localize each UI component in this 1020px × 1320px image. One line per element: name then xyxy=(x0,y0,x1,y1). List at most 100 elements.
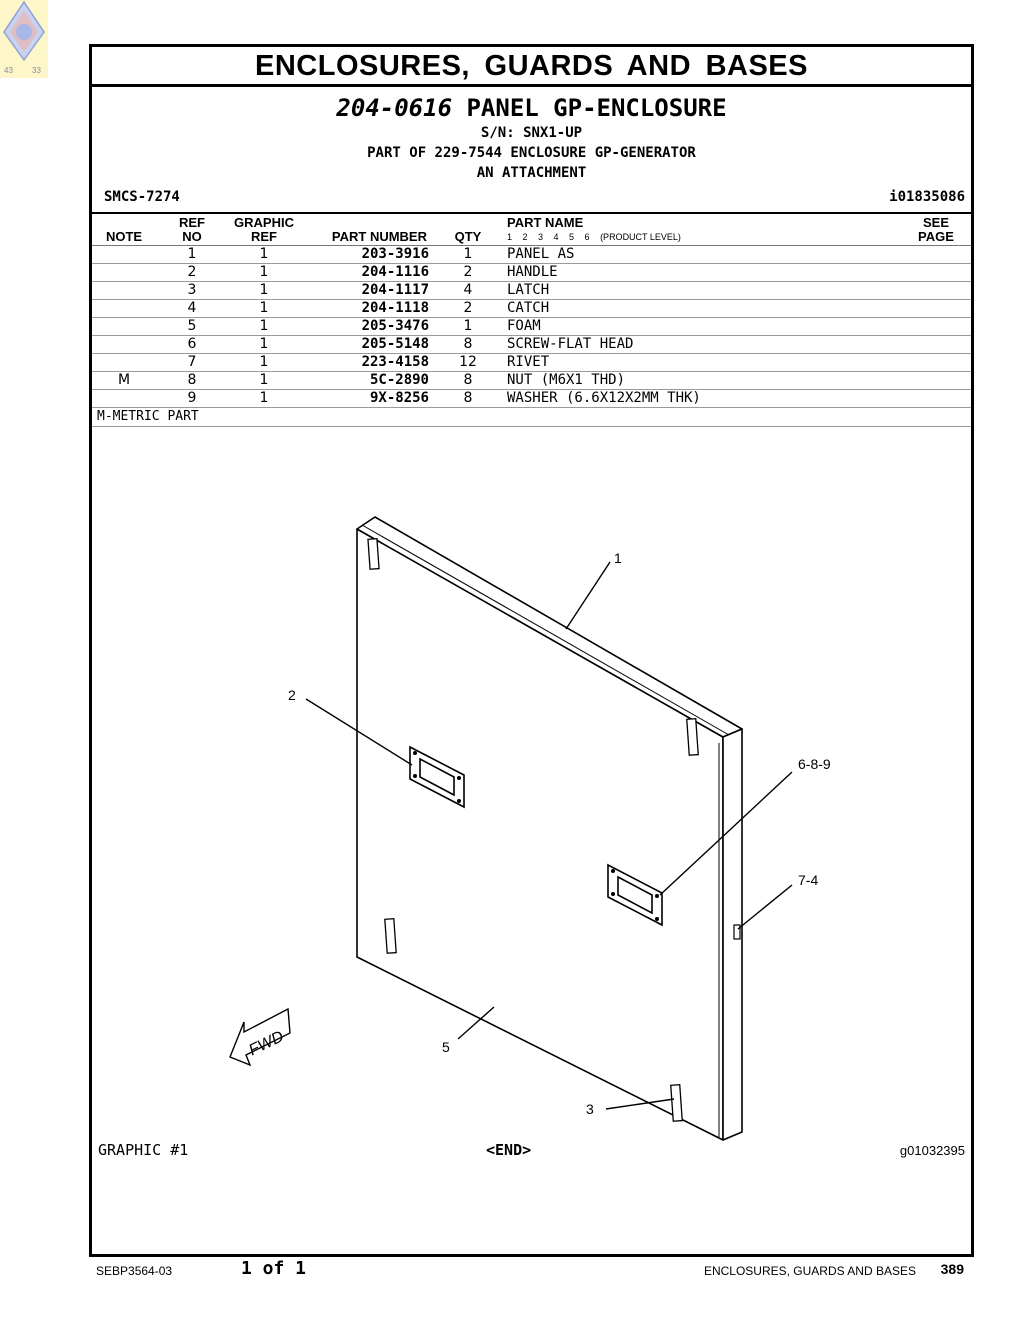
header-see-top: SEE xyxy=(922,215,949,230)
cell-see xyxy=(901,335,971,354)
cell-see xyxy=(901,299,971,318)
header-ref-bottom: NO xyxy=(182,229,202,244)
cell-gref: 1 xyxy=(228,245,300,264)
cell-pn: 223-4158 xyxy=(300,353,429,372)
part-group-header: 204-0616 PANEL GP-ENCLOSURE S/N: SNX1-UP… xyxy=(92,87,971,212)
document-number: SEBP3564-03 xyxy=(96,1264,173,1278)
header-see-bottom: PAGE xyxy=(918,229,954,244)
header-graphic-ref: GRAPHIC REF xyxy=(228,214,300,246)
serial-number: S/N: SNX1-UP xyxy=(480,125,583,141)
cell-ref: 6 xyxy=(156,335,228,354)
cell-note xyxy=(92,281,156,300)
cell-see xyxy=(901,389,971,408)
cell-qty: 12 xyxy=(429,353,507,372)
cell-qty: 8 xyxy=(429,371,507,390)
cell-note xyxy=(92,317,156,336)
panel-face xyxy=(356,528,724,1141)
page-footer: SEBP3564-03 1 of 1 ENCLOSURES, GUARDS AN… xyxy=(96,1258,964,1282)
cell-ref: 8 xyxy=(156,371,228,390)
cell-gref: 1 xyxy=(228,317,300,336)
page-of: 1 of 1 xyxy=(241,1258,307,1279)
cell-see xyxy=(901,353,971,372)
product-level-numbers: 1 2 3 4 5 6 xyxy=(507,232,590,242)
cell-see xyxy=(901,371,971,390)
cell-qty: 1 xyxy=(429,317,507,336)
cell-qty: 8 xyxy=(429,335,507,354)
cell-pn: 203-3916 xyxy=(300,245,429,264)
cell-note: M xyxy=(92,371,156,390)
cell-name: SCREW-FLAT HEAD xyxy=(507,335,901,354)
cell-pn: 204-1118 xyxy=(300,299,429,318)
cell-name: NUT (M6X1 THD) xyxy=(507,371,901,390)
section-title: ENCLOSURES, GUARDS AND BASES xyxy=(92,47,971,87)
cell-name: CATCH xyxy=(507,299,901,318)
cell-pn: 205-3476 xyxy=(300,317,429,336)
header-ref-no: REF NO xyxy=(156,214,228,246)
parts-table: NOTE REF NO GRAPHIC REF PART NUMBER QTY … xyxy=(92,214,971,408)
cell-gref: 1 xyxy=(228,299,300,318)
product-level-label: (PRODUCT LEVEL) xyxy=(600,232,681,242)
part-group-name: PANEL GP-ENCLOSURE xyxy=(466,94,727,122)
smcs-code: SMCS-7274 xyxy=(104,189,180,205)
graphic-id: g01032395 xyxy=(899,1143,965,1158)
cell-name: WASHER (6.6X12X2MM THK) xyxy=(507,389,901,408)
fwd-label: FWD xyxy=(246,1028,287,1059)
cell-pn: 205-5148 xyxy=(300,335,429,354)
cell-name: LATCH xyxy=(507,281,901,300)
cell-note xyxy=(92,299,156,318)
header-ref-top: REF xyxy=(179,215,205,230)
cell-qty: 1 xyxy=(429,245,507,264)
metric-footnote: M-METRIC PART xyxy=(92,408,971,427)
cell-note xyxy=(92,335,156,354)
logo-left-number: 43 xyxy=(4,66,13,75)
cell-see xyxy=(901,263,971,282)
cell-name: PANEL AS xyxy=(507,245,901,264)
cell-ref: 3 xyxy=(156,281,228,300)
cell-see xyxy=(901,245,971,264)
cell-name: RIVET xyxy=(507,353,901,372)
cell-pn: 5C-2890 xyxy=(300,371,429,390)
attachment-line: AN ATTACHMENT xyxy=(476,165,587,181)
part-of-line: PART OF 229-7544 ENCLOSURE GP-GENERATOR xyxy=(367,145,696,161)
header-graphic-bottom: REF xyxy=(251,229,277,244)
header-divider xyxy=(92,212,971,214)
cell-qty: 4 xyxy=(429,281,507,300)
panel-side-edge xyxy=(722,728,743,1141)
cell-qty: 2 xyxy=(429,299,507,318)
cell-name: HANDLE xyxy=(507,263,901,282)
cell-gref: 1 xyxy=(228,371,300,390)
header-part-name: PART NAME 1 2 3 4 5 6 (PRODUCT LEVEL) xyxy=(507,214,901,246)
cell-note xyxy=(92,353,156,372)
header-product-levels: 1 2 3 4 5 6 (PRODUCT LEVEL) xyxy=(507,230,901,244)
cell-ref: 7 xyxy=(156,353,228,372)
cell-ref: 5 xyxy=(156,317,228,336)
header-part-name-label: PART NAME xyxy=(507,215,584,230)
header-qty: QTY xyxy=(429,214,507,246)
callout-2: 2 xyxy=(288,687,296,703)
logo-right-number: 33 xyxy=(32,66,41,75)
cell-ref: 9 xyxy=(156,389,228,408)
cell-gref: 1 xyxy=(228,353,300,372)
handle-hardware xyxy=(409,745,663,927)
cell-note xyxy=(92,389,156,408)
footer-section: ENCLOSURES, GUARDS AND BASES xyxy=(703,1264,916,1278)
latch-hardware xyxy=(367,537,699,1122)
cell-ref: 2 xyxy=(156,263,228,282)
part-group-title: 204-0616 PANEL GP-ENCLOSURE xyxy=(92,87,971,123)
cell-pn: 204-1116 xyxy=(300,263,429,282)
callout-6-8-9: 6-8-9 xyxy=(798,756,831,772)
callout-7-4: 7-4 xyxy=(798,872,818,888)
part-group-number: 204-0616 xyxy=(336,94,453,122)
graphic-label: GRAPHIC #1 xyxy=(98,1141,189,1159)
cell-qty: 2 xyxy=(429,263,507,282)
cell-gref: 1 xyxy=(228,335,300,354)
graphic-end: <END> xyxy=(486,1141,532,1159)
